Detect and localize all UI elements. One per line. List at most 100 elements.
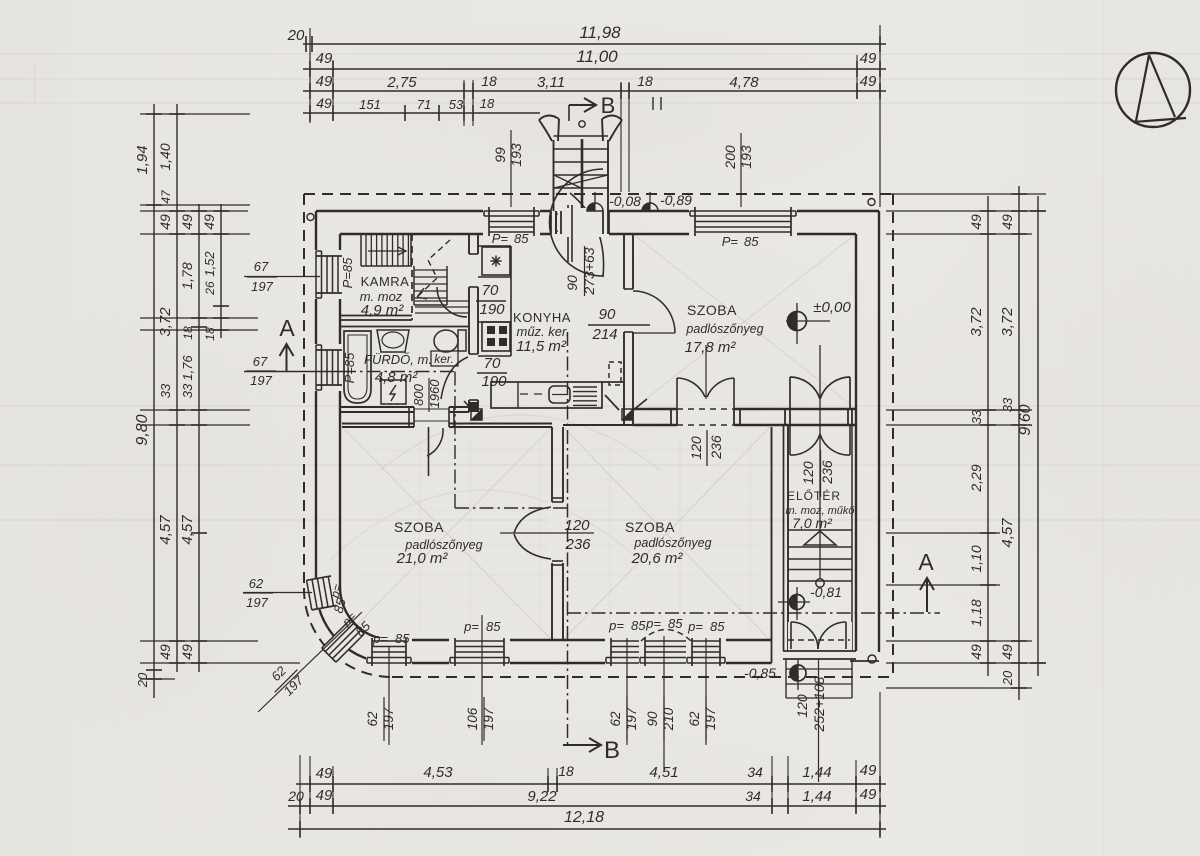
svg-text:85: 85 (710, 619, 725, 634)
svg-text:70: 70 (482, 282, 499, 299)
svg-text:236: 236 (564, 536, 591, 553)
svg-text:P=85: P=85 (342, 352, 357, 383)
svg-text:197: 197 (703, 707, 718, 730)
svg-text:1960: 1960 (427, 379, 442, 409)
svg-text:3,72: 3,72 (157, 307, 174, 337)
svg-text:A: A (918, 549, 934, 575)
svg-text:67: 67 (254, 259, 269, 274)
svg-text:17,8 m²: 17,8 m² (685, 339, 737, 356)
svg-text:padlószőnyeg: padlószőnyeg (633, 536, 711, 550)
svg-text:49: 49 (316, 95, 332, 111)
svg-text:1,44: 1,44 (802, 764, 831, 781)
svg-text:49: 49 (316, 73, 333, 90)
svg-text:3,72: 3,72 (968, 307, 985, 337)
svg-text:20,6 m²: 20,6 m² (631, 550, 684, 567)
svg-text:9,80: 9,80 (134, 414, 151, 445)
svg-text:197: 197 (251, 279, 273, 294)
svg-text:4,57: 4,57 (157, 515, 174, 545)
svg-text:236: 236 (819, 460, 835, 485)
svg-text:236: 236 (708, 435, 724, 460)
svg-text:1,94: 1,94 (134, 145, 151, 174)
svg-text:49: 49 (201, 214, 217, 230)
svg-text:90: 90 (599, 306, 616, 323)
svg-text:273+63: 273+63 (581, 247, 597, 295)
svg-text:9,60: 9,60 (1017, 404, 1034, 435)
svg-text:62: 62 (249, 576, 264, 591)
svg-text:85: 85 (744, 234, 759, 249)
svg-text:1,78: 1,78 (179, 262, 195, 289)
svg-text:33: 33 (180, 383, 195, 398)
svg-text:49: 49 (860, 786, 877, 803)
svg-text:33: 33 (1000, 397, 1015, 412)
svg-text:3,11: 3,11 (537, 74, 565, 91)
svg-text:62: 62 (608, 711, 623, 727)
svg-text:FÜRDŐ, m.: FÜRDŐ, m. (364, 352, 432, 367)
svg-text:padlószőnyeg: padlószőnyeg (685, 322, 763, 336)
svg-text:85: 85 (514, 231, 529, 246)
svg-text:49: 49 (999, 214, 1015, 230)
svg-text:33: 33 (969, 409, 984, 424)
svg-text:4,9 m²: 4,9 m² (361, 302, 405, 319)
svg-text:18: 18 (481, 73, 497, 89)
svg-text:197: 197 (246, 595, 268, 610)
svg-text:4,57: 4,57 (999, 518, 1016, 548)
svg-text:SZOBA: SZOBA (687, 302, 737, 318)
svg-text:P=: P= (722, 234, 739, 249)
svg-text:49: 49 (860, 762, 877, 779)
svg-text:120: 120 (800, 461, 816, 485)
svg-text:18: 18 (203, 327, 217, 341)
svg-text:151: 151 (359, 97, 381, 112)
svg-text:190: 190 (481, 373, 507, 390)
svg-text:197: 197 (381, 707, 396, 730)
svg-text:SZOBA: SZOBA (394, 519, 444, 535)
svg-text:1,76: 1,76 (180, 355, 195, 381)
svg-text:47: 47 (159, 189, 173, 204)
svg-text:62: 62 (687, 711, 702, 727)
svg-text:p=: p= (463, 619, 479, 634)
svg-text:800: 800 (411, 383, 426, 405)
svg-text:-0,85: -0,85 (744, 665, 776, 681)
svg-text:120: 120 (794, 694, 810, 718)
svg-text:m. moz, műkő: m. moz, műkő (785, 505, 855, 517)
svg-text:11,98: 11,98 (579, 23, 621, 42)
svg-text:11,00: 11,00 (576, 47, 618, 66)
svg-text:67: 67 (253, 354, 268, 369)
svg-text:ker.: ker. (434, 352, 454, 366)
svg-text:34: 34 (745, 788, 761, 804)
svg-text:p=: p= (327, 583, 344, 601)
svg-text:90: 90 (645, 711, 660, 727)
svg-text:99: 99 (492, 147, 508, 163)
svg-text:49: 49 (316, 765, 333, 782)
svg-text:85: 85 (331, 596, 349, 615)
svg-text:1,10: 1,10 (968, 545, 984, 572)
svg-text:4,57: 4,57 (179, 515, 196, 545)
svg-text:KONYHA: KONYHA (513, 310, 571, 325)
svg-text:18: 18 (637, 73, 653, 89)
svg-text:4,8 m²: 4,8 m² (375, 369, 419, 386)
svg-text:71: 71 (417, 97, 431, 112)
svg-text:SZOBA: SZOBA (625, 519, 675, 535)
svg-text:197: 197 (250, 373, 272, 388)
svg-text:49: 49 (179, 214, 195, 230)
svg-text:1,44: 1,44 (802, 788, 831, 805)
svg-text:12,18: 12,18 (564, 809, 604, 826)
svg-text:9,22: 9,22 (527, 788, 557, 805)
svg-text:210: 210 (661, 707, 676, 731)
svg-text:4,53: 4,53 (423, 764, 453, 781)
svg-text:85: 85 (668, 616, 683, 631)
svg-text:85: 85 (631, 618, 646, 633)
svg-text:20: 20 (135, 672, 150, 688)
svg-text:33: 33 (158, 383, 173, 398)
svg-text:120: 120 (688, 436, 704, 460)
svg-text:18: 18 (558, 763, 574, 779)
svg-text:214: 214 (591, 326, 617, 343)
svg-text:252+108: 252+108 (811, 676, 827, 732)
svg-text:85: 85 (395, 631, 410, 646)
svg-text:70: 70 (484, 355, 501, 372)
svg-text:p=: p= (608, 618, 624, 633)
svg-text:1,18: 1,18 (968, 599, 984, 626)
svg-text:190: 190 (479, 301, 505, 318)
svg-text:2,75: 2,75 (386, 74, 417, 91)
svg-text:20: 20 (287, 27, 305, 44)
svg-text:106: 106 (465, 707, 480, 730)
